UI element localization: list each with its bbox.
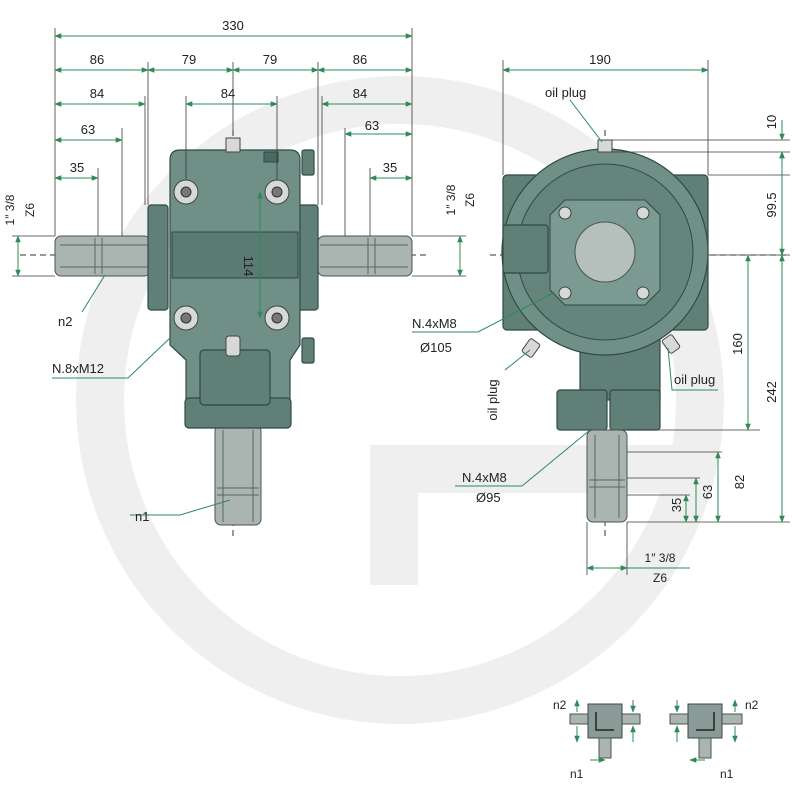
label-flange-top-bolts: N.4xM8: [412, 316, 457, 331]
dim-330: 330: [222, 18, 244, 33]
label-oil-plug-top: oil plug: [545, 85, 586, 100]
spline-left-size: 1″ 3/8: [3, 194, 17, 225]
dim-84-right: 84: [353, 86, 367, 101]
dim-190: 190: [589, 52, 611, 67]
label-flange-top-dia: Ø105: [420, 340, 452, 355]
dim-79-right: 79: [263, 52, 277, 67]
rot-right-n2: n2: [745, 698, 759, 712]
label-flange-bottom-bolts: N.4xM8: [462, 470, 507, 485]
label-n1: n1: [135, 509, 149, 524]
label-oil-plug-left: oil plug: [485, 379, 500, 420]
side-bottom-shaft: [586, 429, 628, 523]
dim-82: 82: [732, 475, 747, 489]
side-housing: [501, 139, 709, 431]
dim-114: 114: [241, 256, 256, 277]
rotation-diagram-right: n2 n1: [669, 698, 759, 781]
dim-35-left: 35: [70, 160, 84, 175]
side-view: 190 10 99.5 242 160 82 63 35: [412, 52, 790, 585]
dim-63-right: 63: [365, 118, 379, 133]
dim-86-right: 86: [353, 52, 367, 67]
label-n2: n2: [58, 314, 72, 329]
rot-left-n2: n2: [553, 698, 567, 712]
front-dimensions: 330 86 79 79 86 84 84 84 63 63 35 35 11: [3, 18, 477, 319]
rot-left-n1: n1: [570, 767, 584, 781]
front-housing: [147, 137, 319, 429]
spline-right-size: 1″ 3/8: [444, 184, 458, 215]
dim-86-left: 86: [90, 52, 104, 67]
spline-bottom-size: 1″ 3/8: [645, 551, 676, 565]
side-dimensions: 190 10 99.5 242 160 82 63 35: [502, 52, 790, 585]
dim-160: 160: [730, 333, 745, 355]
dim-99-5: 99.5: [764, 192, 779, 217]
bottom-shaft: [214, 424, 262, 526]
label-oil-plug-right: oil plug: [674, 372, 715, 387]
front-view: 330 86 79 79 86 84 84 84 63 63 35 35 11: [3, 18, 477, 540]
dim-79-left: 79: [182, 52, 196, 67]
dim-84-left: 84: [90, 86, 104, 101]
rot-right-n1: n1: [720, 767, 734, 781]
dim-63-side: 63: [700, 485, 715, 499]
spline-bottom-z: Z6: [653, 571, 667, 585]
watermark-logo: [76, 76, 724, 724]
right-shaft: [317, 235, 413, 277]
dim-35-side: 35: [669, 498, 684, 512]
dim-84-center: 84: [221, 86, 235, 101]
rotation-diagram-left: n2 n1: [553, 698, 641, 781]
spline-right-z: Z6: [463, 193, 477, 207]
label-bolts-front: N.8xM12: [52, 361, 104, 376]
dim-242: 242: [764, 381, 779, 403]
dim-10: 10: [764, 115, 779, 129]
front-leaders: n2 N.8xM12 n1: [52, 274, 231, 524]
side-leaders: oil plug N.4xM8 Ø105 oil plug oil plug N…: [412, 85, 718, 505]
spline-left-z: Z6: [23, 203, 37, 217]
left-shaft: [54, 235, 151, 277]
dim-35-right: 35: [383, 160, 397, 175]
label-flange-bottom-dia: Ø95: [476, 490, 501, 505]
dim-63-left: 63: [81, 122, 95, 137]
